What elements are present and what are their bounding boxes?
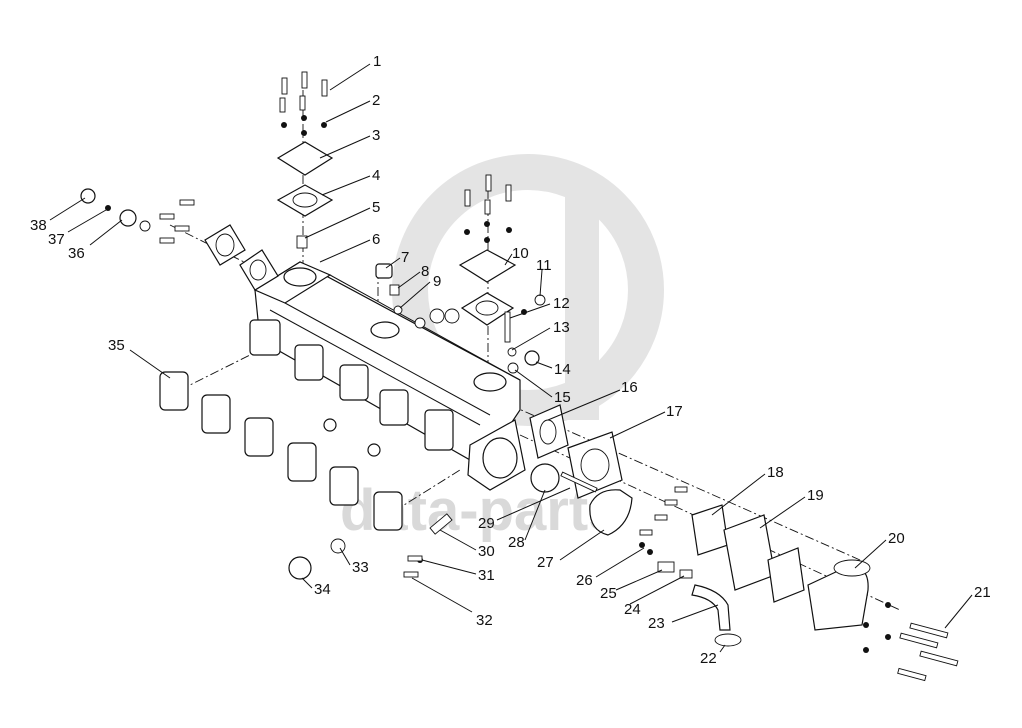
callout-34: 34 bbox=[314, 581, 331, 598]
sensor-part-30 bbox=[429, 513, 453, 535]
washer-part-2 bbox=[281, 115, 327, 136]
plug-part-11 bbox=[534, 294, 546, 306]
lower-left-parts bbox=[288, 513, 453, 580]
callout-16: 16 bbox=[621, 379, 638, 396]
callout-28: 28 bbox=[508, 534, 525, 551]
cover-plate-part-3 bbox=[276, 141, 334, 176]
spacer-part-19 bbox=[723, 514, 776, 591]
gasket-part-19b bbox=[767, 547, 805, 603]
callout-8: 8 bbox=[421, 263, 429, 280]
plug-part-8 bbox=[389, 284, 400, 296]
callout-11: 11 bbox=[536, 257, 552, 274]
callout-17: 17 bbox=[666, 403, 683, 420]
bolt-part-1 bbox=[279, 71, 328, 113]
left-cover-stack bbox=[276, 71, 334, 249]
callout-26: 26 bbox=[576, 572, 593, 589]
callout-10: 10 bbox=[512, 245, 529, 262]
plug-part-25 bbox=[657, 561, 675, 573]
hose-part-23 bbox=[691, 584, 731, 631]
callout-13: 13 bbox=[553, 319, 570, 336]
callout-14: 14 bbox=[554, 361, 571, 378]
callout-1: 1 bbox=[373, 53, 381, 70]
bolt-row-left bbox=[159, 199, 195, 244]
gasket-part-18 bbox=[691, 504, 729, 556]
stud-part-12 bbox=[504, 311, 511, 343]
callout-23: 23 bbox=[648, 615, 665, 632]
cap-part-7 bbox=[375, 263, 393, 279]
callout-31: 31 bbox=[478, 567, 495, 584]
callout-32: 32 bbox=[476, 612, 493, 629]
callout-2: 2 bbox=[372, 92, 380, 109]
manifold-body bbox=[249, 261, 526, 491]
callout-3: 3 bbox=[372, 127, 380, 144]
washer-part-33 bbox=[330, 538, 346, 554]
watermark: data-parts bbox=[340, 154, 664, 543]
bolts-part-21 bbox=[897, 622, 959, 682]
bolt-part-32 bbox=[403, 571, 419, 578]
callout-37: 37 bbox=[48, 231, 65, 248]
callout-19: 19 bbox=[807, 487, 824, 504]
elbow-part-20 bbox=[807, 566, 869, 631]
callout-9: 9 bbox=[433, 273, 441, 290]
callout-30: 30 bbox=[478, 543, 495, 560]
callout-12: 12 bbox=[553, 295, 570, 312]
callout-22: 22 bbox=[700, 650, 717, 667]
callout-25: 25 bbox=[600, 585, 617, 602]
thermostat-part-28 bbox=[530, 463, 560, 493]
callout-15: 15 bbox=[554, 389, 571, 406]
elbow-part-27 bbox=[589, 489, 633, 536]
plug-part-5 bbox=[296, 235, 308, 249]
callout-21: 21 bbox=[974, 584, 991, 601]
callout-7: 7 bbox=[401, 249, 409, 266]
clamp-part-22 bbox=[714, 633, 742, 647]
callout-24: 24 bbox=[624, 601, 641, 618]
washer-part-26 bbox=[639, 542, 645, 548]
callout-5: 5 bbox=[372, 199, 380, 216]
callout-18: 18 bbox=[767, 464, 784, 481]
cover-plate-part-10 bbox=[458, 249, 517, 283]
washer-part-37 bbox=[105, 205, 111, 211]
cap-part-38 bbox=[80, 188, 96, 204]
leader-lines bbox=[49, 63, 973, 653]
fittings-group bbox=[323, 263, 540, 457]
fitting-part-24 bbox=[679, 569, 693, 579]
exhaust-gaskets bbox=[159, 371, 403, 531]
callout-27: 27 bbox=[537, 554, 554, 571]
washers-part-21b bbox=[863, 602, 891, 653]
callout-33: 33 bbox=[352, 559, 369, 576]
fitting-part-14 bbox=[524, 350, 540, 366]
washer-part-13 bbox=[507, 347, 517, 357]
bolt-part-29 bbox=[560, 471, 598, 493]
callout-labels: 1 2 3 4 5 6 7 8 9 10 11 12 13 14 15 16 1… bbox=[30, 53, 991, 667]
callout-4: 4 bbox=[372, 167, 380, 184]
right-parts bbox=[529, 404, 959, 682]
callout-36: 36 bbox=[68, 245, 85, 262]
cap-part-34 bbox=[288, 556, 312, 580]
left-parts bbox=[80, 188, 279, 291]
callout-38: 38 bbox=[30, 217, 47, 234]
callout-6: 6 bbox=[372, 231, 380, 248]
callout-29: 29 bbox=[478, 515, 495, 532]
callout-35: 35 bbox=[108, 337, 125, 354]
nut-part-36 bbox=[119, 209, 137, 227]
callout-20: 20 bbox=[888, 530, 905, 547]
